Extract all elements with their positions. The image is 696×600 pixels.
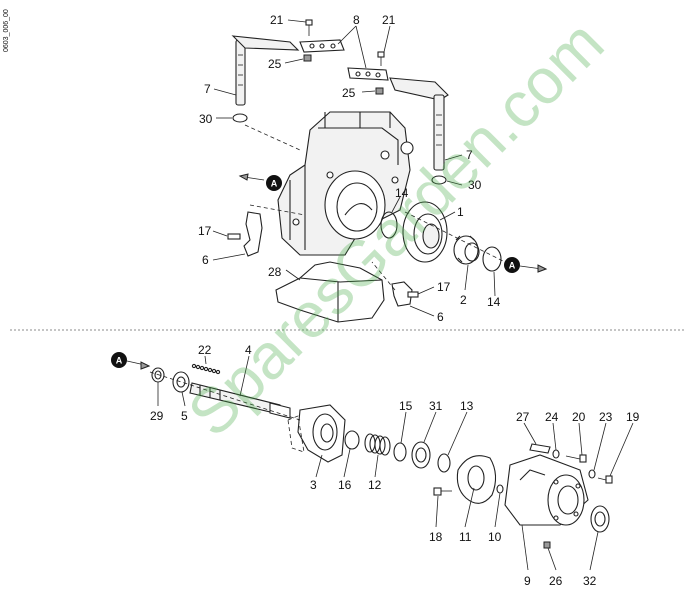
retaining-plate: [299, 39, 389, 81]
shift-fork-left: [227, 211, 263, 257]
callout-label: 25: [268, 57, 282, 71]
shift-fork-right: [391, 281, 419, 307]
callout-label: 17: [437, 280, 451, 294]
ring-16: [344, 430, 360, 450]
bearing-5: [172, 371, 190, 393]
callout-label: 7: [204, 82, 211, 96]
needle-rollers-22: [191, 363, 221, 375]
spring-12: [364, 433, 391, 456]
callout-label: 14: [395, 186, 409, 200]
washer-15: [393, 442, 407, 462]
nut-25: [375, 87, 384, 95]
bushing-27: [529, 443, 551, 454]
callout-label: 4: [245, 343, 252, 357]
callout-label: 21: [270, 13, 284, 27]
bolt-19: [597, 475, 613, 484]
callout-label: 10: [488, 530, 502, 544]
upper-assembly: A A 21 8 21 25 25 7 30 7: [198, 13, 548, 324]
callout-label: 16: [338, 478, 352, 492]
callout-label: 23: [599, 410, 613, 424]
washer-13: [437, 453, 451, 473]
axle-hub-9: [504, 454, 589, 526]
callout-label: 27: [516, 410, 530, 424]
bolt-20: [565, 454, 587, 463]
callout-label: 30: [468, 178, 482, 192]
svg-text:A: A: [271, 179, 278, 189]
callout-label: 18: [429, 530, 443, 544]
reference-marker-a: A: [111, 352, 151, 370]
gasket-11: [456, 455, 497, 504]
callout-label: 19: [626, 410, 640, 424]
seal-32: [590, 505, 610, 533]
bushing-29: [151, 367, 165, 383]
seal-30: [431, 175, 447, 185]
pin-26: [543, 541, 551, 549]
reference-marker-a: A: [504, 257, 548, 273]
shift-rod-right: [389, 77, 449, 171]
callout-label: 24: [545, 410, 559, 424]
washer-24: [552, 449, 560, 459]
callout-label: 15: [399, 399, 413, 413]
o-ring-14: [482, 246, 502, 272]
callout-label: 30: [199, 112, 213, 126]
callout-label: 5: [181, 409, 188, 423]
callout-label: 13: [460, 399, 474, 413]
bearing-housing-3: [287, 404, 346, 463]
washer-23: [588, 469, 596, 479]
screw-18: [433, 487, 452, 496]
callout-label: 31: [429, 399, 443, 413]
callout-label: 12: [368, 478, 382, 492]
callout-label: 21: [382, 13, 396, 27]
callout-label: 20: [572, 410, 586, 424]
callout-label: 1: [457, 205, 464, 219]
bearing-31: [411, 441, 431, 469]
cover-plate-28: [275, 261, 385, 323]
drum-1: [402, 201, 448, 263]
shift-rod-left: [231, 35, 300, 106]
svg-text:A: A: [509, 261, 516, 271]
bolt-21: [305, 19, 385, 66]
pin-10: [496, 484, 504, 494]
o-ring-14: [380, 211, 398, 239]
callout-label: 28: [268, 265, 282, 279]
lower-assembly: A: [111, 343, 640, 588]
gear-2: [453, 235, 480, 265]
callout-label: 32: [583, 574, 597, 588]
nut-25: [303, 54, 312, 62]
callout-label: 14: [487, 295, 501, 309]
callout-label: 29: [150, 409, 164, 423]
svg-text:A: A: [116, 356, 123, 366]
reference-marker-a: A: [238, 173, 282, 191]
callout-label: 6: [202, 253, 209, 267]
gearbox-housing: [277, 111, 414, 256]
callout-label: 17: [198, 224, 212, 238]
callout-label: 25: [342, 86, 356, 100]
callout-label: 2: [460, 293, 467, 307]
callout-label: 7: [466, 148, 473, 162]
callout-label: 8: [353, 13, 360, 27]
drawing-code: 0603_006_00: [3, 9, 10, 52]
callout-label: 3: [310, 478, 317, 492]
callout-label: 6: [437, 310, 444, 324]
callout-label: 11: [459, 530, 472, 544]
seal-30: [232, 113, 248, 123]
callout-label: 26: [549, 574, 563, 588]
callout-label: 9: [524, 574, 531, 588]
callout-label: 22: [198, 343, 212, 357]
